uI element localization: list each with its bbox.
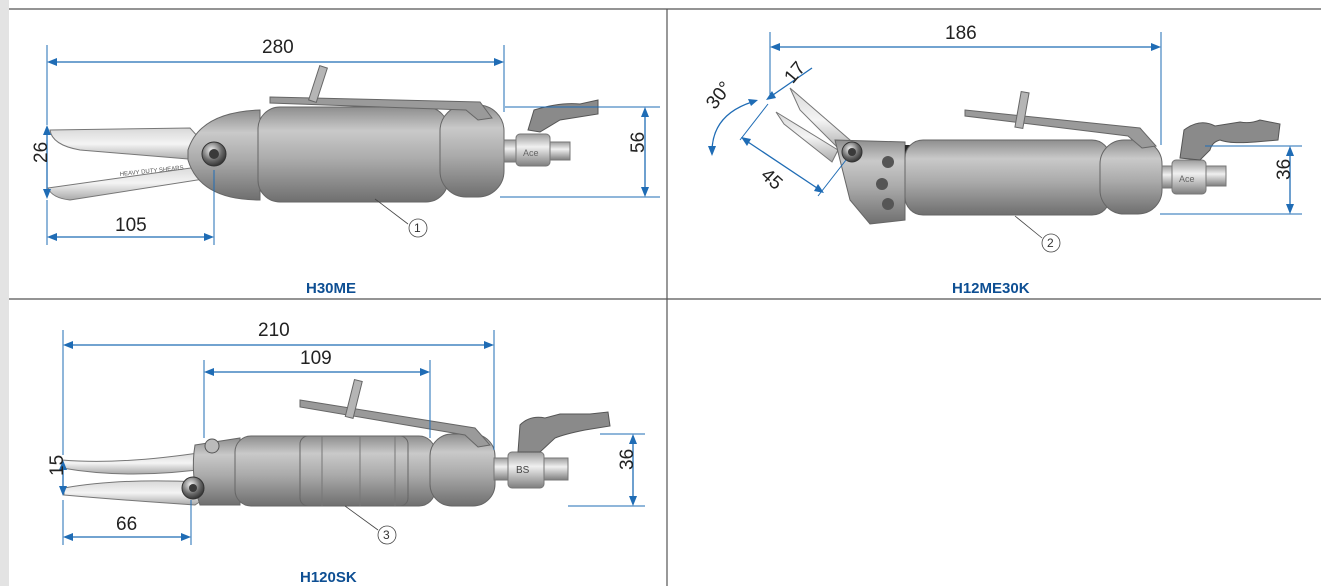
panel-h30me: HEAVY DUTY SHEARS Ace (31, 37, 660, 297)
dim-blade-opening: 17 (780, 58, 810, 88)
valve-brand-text: BS (516, 465, 530, 476)
dim-body-length: 109 (300, 348, 332, 369)
reference-marker-2 (1041, 233, 1061, 253)
tool-illustration-h12me30k: Ace (775, 87, 1281, 225)
tool-illustration-h30me: HEAVY DUTY SHEARS Ace (47, 65, 599, 203)
dim-length-total: 280 (262, 37, 294, 58)
dim-length-total: 210 (258, 320, 290, 341)
reference-marker-1 (408, 218, 428, 238)
panel-caption-h120sk: H120SK (300, 569, 357, 586)
dim-blade-length: 45 (757, 165, 787, 195)
reference-number: 3 (383, 528, 390, 542)
dim-blade-length: 66 (116, 514, 137, 535)
dim-height: 56 (628, 132, 649, 153)
panel-grid (9, 8, 1321, 586)
dim-height: 36 (1274, 159, 1295, 180)
reference-number: 2 (1047, 236, 1054, 250)
dim-length-total: 186 (945, 23, 977, 44)
panel-h12me30k: Ace 186 17 (702, 23, 1302, 297)
left-margin-strip (0, 0, 9, 586)
valve-brand-text: Ace (1179, 174, 1195, 184)
dim-blade-opening: 26 (31, 142, 52, 163)
panel-caption-h12me30k: H12ME30K (952, 280, 1030, 297)
dim-height: 36 (617, 449, 638, 470)
dim-blade-length: 105 (115, 215, 147, 236)
reference-number: 1 (414, 221, 421, 235)
valve-brand-text: Ace (523, 148, 539, 158)
dimensions-h120sk: 210 109 15 66 (47, 320, 645, 545)
panel-caption-h30me: H30ME (306, 280, 356, 297)
tool-illustration-h120sk: BS (61, 378, 611, 507)
dimensions-h30me: 280 26 105 56 (31, 37, 660, 245)
dim-angle: 30° (702, 78, 736, 114)
dim-blade-opening: 15 (47, 455, 68, 476)
reference-marker-3 (377, 525, 397, 545)
panel-h120sk: BS 210 109 (47, 320, 645, 586)
